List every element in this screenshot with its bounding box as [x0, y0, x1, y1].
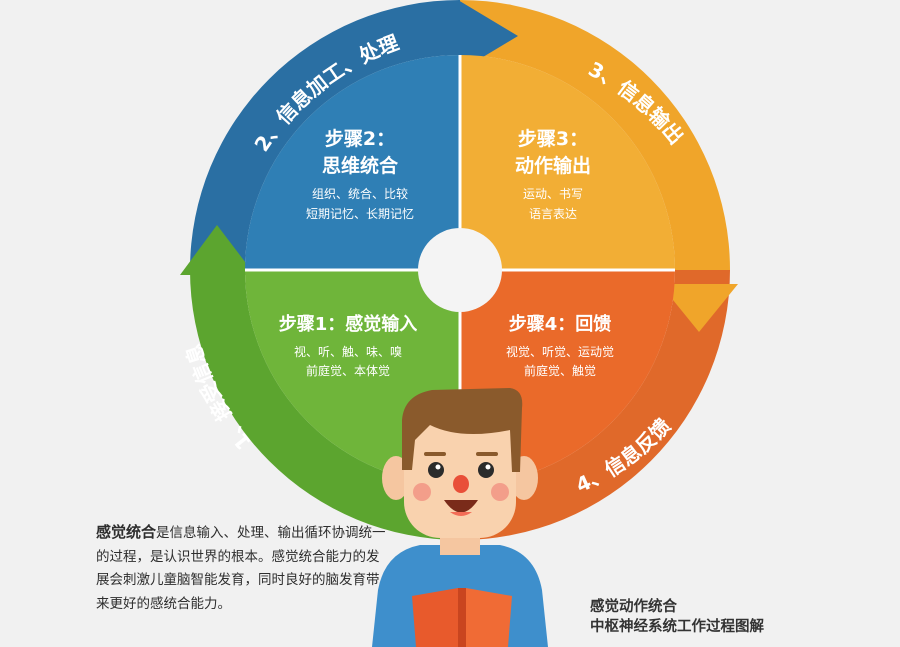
q2-title-a: 步骤2：: [325, 128, 395, 150]
boy-illustration: [372, 388, 548, 647]
arrowhead-yellow: [660, 284, 738, 332]
q1-title: 步骤1：感觉输入: [279, 313, 418, 335]
q3-line1: 运动、书写: [523, 187, 583, 201]
description-bold: 感觉统合: [96, 523, 157, 541]
q1-line2: 前庭觉、本体觉: [306, 363, 390, 378]
arrowhead-blue: [458, 0, 518, 72]
boy-face: [404, 410, 516, 538]
q4-title: 步骤4：回馈: [509, 313, 612, 335]
q3-title-b: 动作输出: [515, 154, 591, 177]
description-body: 是信息输入、处理、输出循环协调统一的过程，是认识世界的根本。感觉统合能力的发展会…: [96, 525, 386, 612]
center-hole: [418, 228, 502, 312]
arrowhead-green: [180, 225, 255, 275]
description-text: 感觉统合是信息输入、处理、输出循环协调统一的过程，是认识世界的根本。感觉统合能力…: [96, 521, 386, 616]
caption: 感觉动作统合 中枢神经系统工作过程图解: [590, 597, 764, 637]
q3-line2: 语言表达: [529, 207, 577, 221]
q2-line2: 短期记忆、长期记忆: [306, 207, 414, 221]
q3-title-a: 步骤3：: [518, 128, 588, 150]
caption-line1: 感觉动作统合: [590, 599, 677, 615]
quadrant-3: [460, 55, 675, 270]
q4-line2: 前庭觉、触觉: [524, 363, 596, 378]
q4-line1: 视觉、听觉、运动觉: [506, 344, 614, 359]
book: [412, 588, 462, 647]
quadrant-2: [245, 55, 460, 270]
boy-hair: [402, 388, 523, 472]
caption-line2: 中枢神经系统工作过程图解: [590, 619, 764, 635]
q2-line1: 组织、统合、比较: [312, 186, 408, 201]
q1-line1: 视、听、触、味、嗅: [294, 344, 402, 359]
q2-title-b: 思维统合: [322, 154, 399, 177]
